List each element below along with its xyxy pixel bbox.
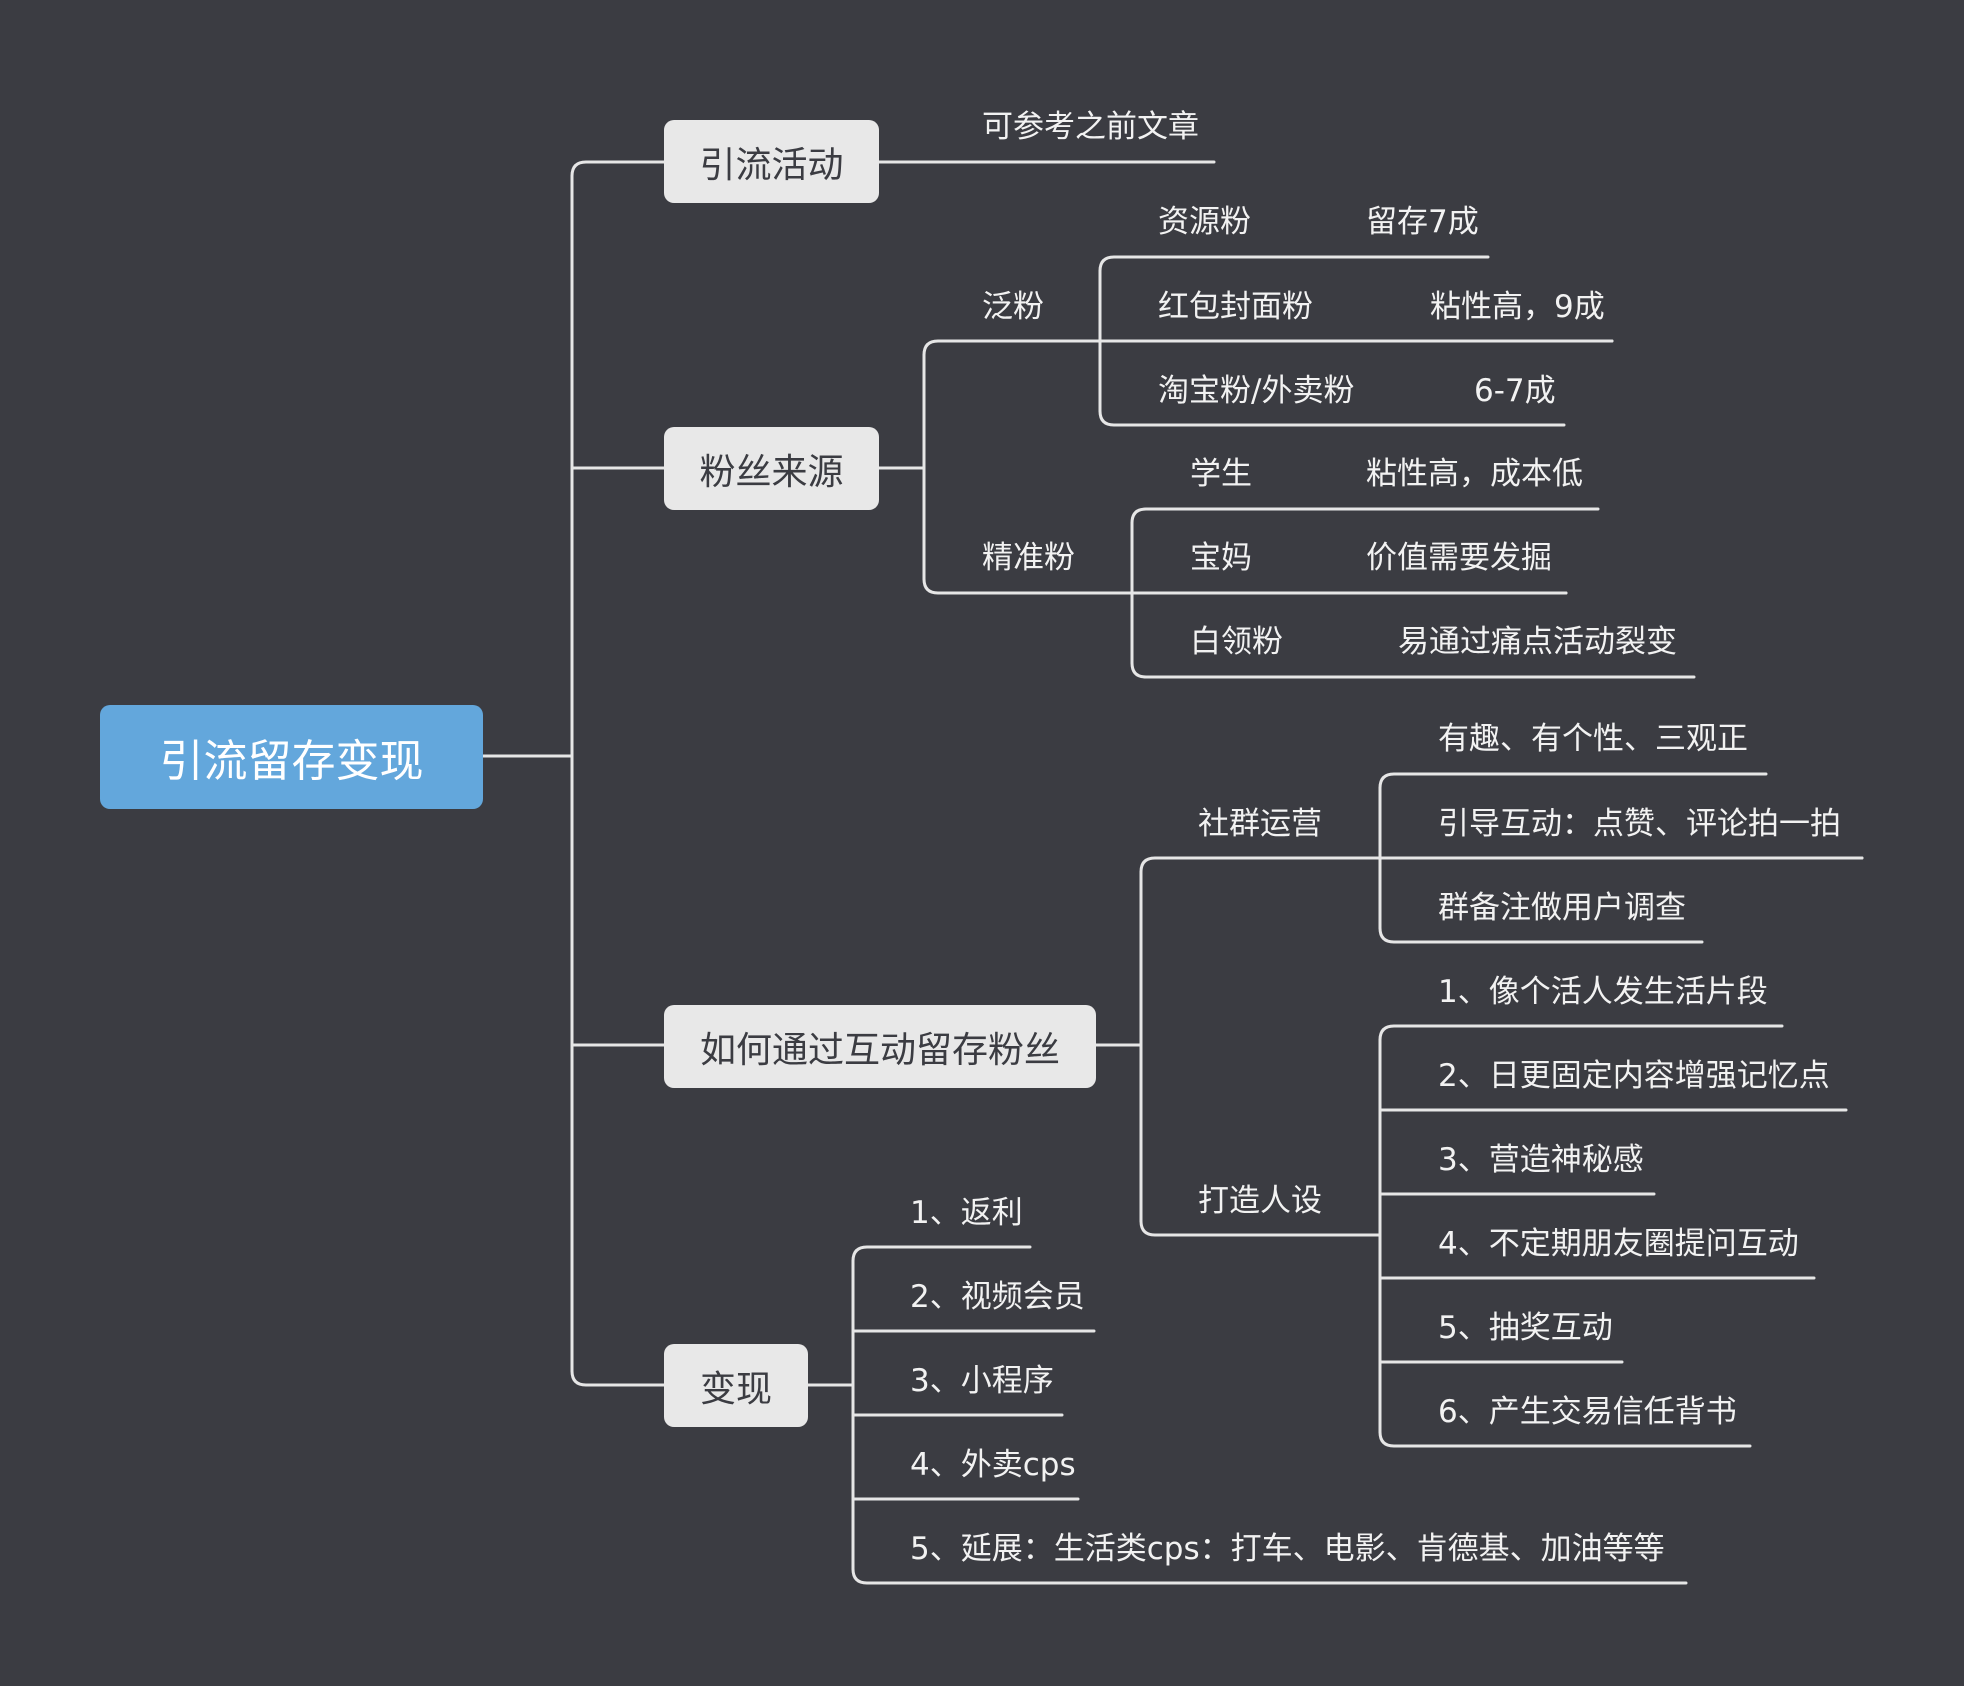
shequn-link: [1378, 926, 1704, 944]
hudong-link: [1139, 1219, 1380, 1237]
renshe-link: [1378, 1430, 1752, 1448]
branch-fensi-node[interactable]: 粉丝来源: [664, 427, 879, 510]
fan-item-label[interactable]: 红包封面粉: [1158, 289, 1313, 325]
jingzhun-item-label[interactable]: 白领粉: [1190, 624, 1283, 660]
shequn-item[interactable]: 有趣、有个性、三观正: [1438, 721, 1748, 757]
yinliu-note[interactable]: 可参考之前文章: [982, 109, 1199, 145]
fan-item-value[interactable]: 6-7成: [1474, 373, 1556, 409]
renshe-link: [1378, 1024, 1784, 1042]
fan-link: [1098, 409, 1566, 427]
renshe-item[interactable]: 1、像个活人发生活片段: [1438, 974, 1768, 1010]
shequn-item[interactable]: 群备注做用户调查: [1438, 890, 1686, 926]
bianxian-link: [851, 1567, 1688, 1585]
jingzhun-item-label[interactable]: 学生: [1190, 456, 1252, 492]
bianxian-link: [851, 1245, 1032, 1263]
bianxian-item[interactable]: 1、返利: [910, 1195, 1023, 1231]
root-link: [570, 1369, 666, 1387]
branch-hudong-node[interactable]: 如何通过互动留存粉丝: [664, 1005, 1096, 1088]
bianxian-item[interactable]: 4、外卖cps: [910, 1447, 1076, 1483]
root-link: [570, 160, 666, 178]
bianxian-item[interactable]: 5、延展：生活类cps：打车、电影、肯德基、加油等等: [910, 1531, 1665, 1567]
fan-node[interactable]: 泛粉: [982, 289, 1044, 325]
branch-bianxian-node[interactable]: 变现: [664, 1344, 808, 1427]
renshe-item[interactable]: 2、日更固定内容增强记忆点: [1438, 1058, 1830, 1094]
renshe-item[interactable]: 3、营造神秘感: [1438, 1142, 1644, 1178]
branch-yinliu-node[interactable]: 引流活动: [664, 120, 879, 203]
fan-link: [1098, 255, 1490, 273]
shequn-item[interactable]: 引导互动：点赞、评论拍一拍: [1438, 806, 1841, 842]
hudong-link: [1139, 856, 1380, 874]
fensi-link: [922, 339, 1102, 357]
renshe-node[interactable]: 打造人设: [1198, 1183, 1322, 1219]
renshe-item[interactable]: 5、抽奖互动: [1438, 1310, 1613, 1346]
jingzhun-node[interactable]: 精准粉: [982, 540, 1075, 576]
root-node[interactable]: 引流留存变现: [100, 705, 483, 809]
jingzhun-item-value[interactable]: 价值需要发掘: [1366, 540, 1552, 576]
fan-item-label[interactable]: 淘宝粉/外卖粉: [1158, 373, 1355, 409]
renshe-item[interactable]: 4、不定期朋友圈提问互动: [1438, 1226, 1799, 1262]
fan-item-value[interactable]: 留存7成: [1366, 204, 1479, 240]
renshe-item[interactable]: 6、产生交易信任背书: [1438, 1394, 1737, 1430]
shequn-node[interactable]: 社群运营: [1198, 806, 1322, 842]
fan-item-label[interactable]: 资源粉: [1158, 204, 1251, 240]
bianxian-item[interactable]: 2、视频会员: [910, 1279, 1085, 1315]
jingzhun-link: [1130, 661, 1696, 679]
fan-item-value[interactable]: 粘性高，9成: [1430, 289, 1605, 325]
bianxian-item[interactable]: 3、小程序: [910, 1363, 1054, 1399]
jingzhun-item-value[interactable]: 易通过痛点活动裂变: [1398, 624, 1677, 660]
jingzhun-item-value[interactable]: 粘性高，成本低: [1366, 456, 1583, 492]
shequn-link: [1378, 772, 1768, 790]
jingzhun-link: [1130, 507, 1600, 525]
jingzhun-item-label[interactable]: 宝妈: [1190, 540, 1252, 576]
fensi-link: [922, 577, 1134, 595]
